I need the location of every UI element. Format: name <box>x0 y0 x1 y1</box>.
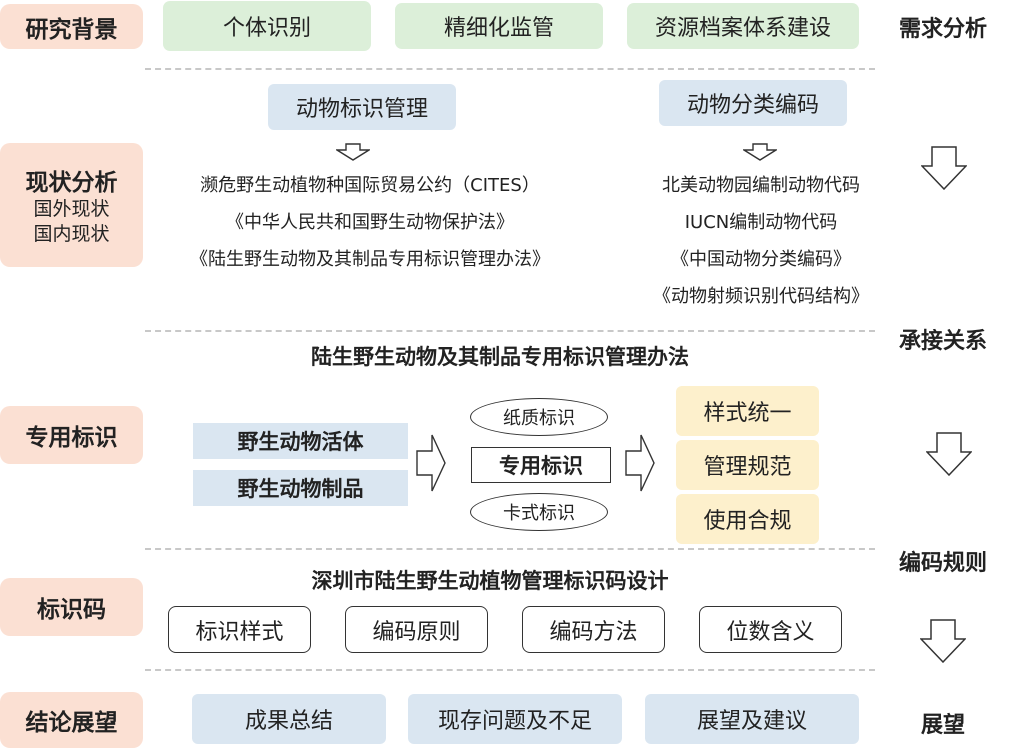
section-divider <box>145 669 875 671</box>
status-left-list: 濒危野生动植物种国际贸易公约（CITES） 《中华人民共和国野生动物保护法》 《… <box>155 167 585 278</box>
list-item: 《动物射频识别代码结构》 <box>653 286 869 307</box>
right-arrow-icon <box>625 434 655 492</box>
background-item: 资源档案体系建设 <box>627 3 859 49</box>
section-divider <box>145 68 875 70</box>
stage-label: 标识码 <box>37 597 106 623</box>
label-outlook: 展望 <box>920 713 965 738</box>
card-identifier: 卡式标识 <box>470 493 608 531</box>
paper-identifier: 纸质标识 <box>470 398 608 436</box>
section-divider <box>145 548 875 550</box>
list-item: 濒危野生动植物种国际贸易公约（CITES） <box>200 175 540 196</box>
section-divider <box>145 330 875 332</box>
stage-special-identifier: 专用标识 <box>0 406 143 464</box>
stage-research-background: 研究背景 <box>0 4 143 49</box>
special-heading: 陆生野生动物及其制品专用标识管理办法 <box>311 345 689 369</box>
down-arrow-icon <box>921 146 967 190</box>
input-animal-product: 野生动物制品 <box>193 470 408 506</box>
output-standard-management: 管理规范 <box>676 440 819 490</box>
small-down-arrow-icon <box>336 143 370 161</box>
center-special-identifier: 专用标识 <box>471 447 611 483</box>
list-item: 《中华人民共和国野生动物保护法》 <box>226 212 514 233</box>
label-connection: 承接关系 <box>898 329 987 354</box>
status-right-list: 北美动物园编制动物代码 IUCN编制动物代码 《中国动物分类编码》 《动物射频识… <box>608 167 914 315</box>
code-item-style: 标识样式 <box>168 606 311 653</box>
code-item-digit-meaning: 位数含义 <box>699 606 842 653</box>
down-arrow-icon <box>926 432 972 476</box>
stage-sublabel-domestic: 国内现状 <box>33 223 110 245</box>
code-item-method: 编码方法 <box>522 606 665 653</box>
status-left-title: 动物标识管理 <box>268 84 456 130</box>
stage-identifier-code: 标识码 <box>0 578 143 636</box>
conclusion-problems: 现存问题及不足 <box>408 694 622 744</box>
small-down-arrow-icon <box>743 143 777 161</box>
code-item-principle: 编码原则 <box>345 606 488 653</box>
stage-conclusion: 结论展望 <box>0 692 143 748</box>
stage-label: 专用标识 <box>25 425 118 451</box>
list-item: 北美动物园编制动物代码 <box>662 175 860 196</box>
output-compliant-use: 使用合规 <box>676 494 819 544</box>
conclusion-suggestions: 展望及建议 <box>645 694 859 744</box>
output-unified-style: 样式统一 <box>676 386 819 436</box>
status-right-title: 动物分类编码 <box>659 80 847 126</box>
stage-label: 研究背景 <box>25 16 118 43</box>
list-item: 《中国动物分类编码》 <box>671 249 851 270</box>
input-live-animal: 野生动物活体 <box>193 423 408 459</box>
stage-sublabel-foreign: 国外现状 <box>33 198 110 220</box>
stage-label: 结论展望 <box>25 710 118 736</box>
right-arrow-icon <box>416 434 446 492</box>
down-arrow-icon <box>920 619 966 663</box>
stage-label: 现状分析 <box>25 170 118 196</box>
list-item: 《陆生野生动物及其制品专用标识管理办法》 <box>190 249 550 270</box>
stage-status-analysis: 现状分析 国外现状 国内现状 <box>0 143 143 267</box>
background-item: 个体识别 <box>163 1 371 51</box>
label-demand-analysis: 需求分析 <box>898 17 987 42</box>
conclusion-summary: 成果总结 <box>192 694 386 744</box>
background-item: 精细化监管 <box>395 3 603 49</box>
label-coding-rules: 编码规则 <box>898 551 987 576</box>
code-heading: 深圳市陆生野生动植物管理标识码设计 <box>311 569 669 593</box>
list-item: IUCN编制动物代码 <box>684 212 838 233</box>
